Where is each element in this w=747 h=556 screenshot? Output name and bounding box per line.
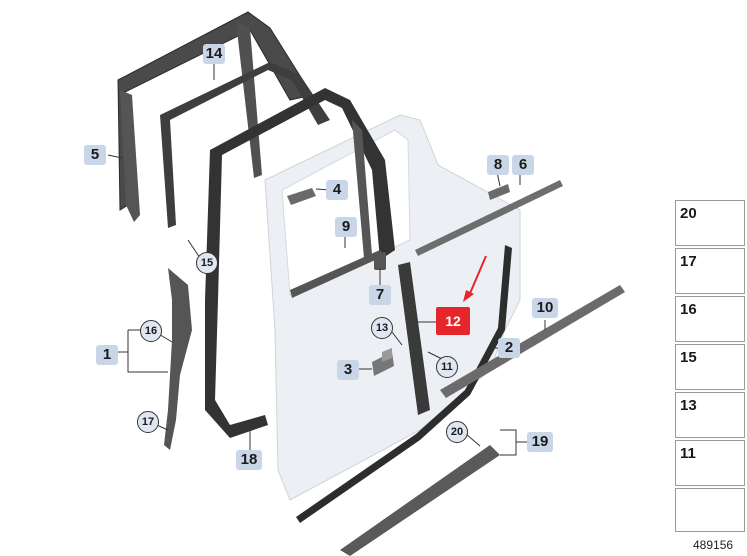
callout-17[interactable]: 17 <box>137 411 159 433</box>
diagram-number: 489156 <box>693 538 734 552</box>
side-cell-11[interactable]: 11 <box>675 440 745 486</box>
frame-5 <box>120 90 140 222</box>
side-cell-20[interactable]: 20 <box>675 200 745 246</box>
side-cell-13[interactable]: 13 <box>675 392 745 438</box>
callout-15[interactable]: 15 <box>196 252 218 274</box>
callout-9[interactable]: 9 <box>335 217 357 237</box>
side-cell-16[interactable]: 16 <box>675 296 745 342</box>
callout-19[interactable]: 19 <box>527 432 553 452</box>
side-num-13: 13 <box>680 397 697 414</box>
frame-seal-14-post <box>236 22 262 178</box>
callout-6[interactable]: 6 <box>512 155 534 175</box>
trim-19 <box>340 445 500 556</box>
callout-13[interactable]: 13 <box>371 317 393 339</box>
callout-8[interactable]: 8 <box>487 155 509 175</box>
side-num-20: 20 <box>680 205 697 222</box>
trim-6 <box>415 180 563 256</box>
channel-9 <box>290 250 384 298</box>
callout-12-selected[interactable]: 12 <box>436 307 470 335</box>
callout-20[interactable]: 20 <box>446 421 468 443</box>
channel-9-vertical <box>352 120 372 258</box>
callout-10[interactable]: 10 <box>532 298 558 318</box>
callout-16[interactable]: 16 <box>140 320 162 342</box>
side-cell-17[interactable]: 17 <box>675 248 745 294</box>
side-num-15: 15 <box>680 349 697 366</box>
callout-1[interactable]: 1 <box>96 345 118 365</box>
strip-10 <box>440 285 625 398</box>
side-num-16: 16 <box>680 301 697 318</box>
part-4 <box>287 188 316 205</box>
pillar-cover-12 <box>398 262 430 415</box>
clip-7 <box>374 252 386 270</box>
callout-5[interactable]: 5 <box>84 145 106 165</box>
callout-14[interactable]: 14 <box>203 44 225 64</box>
callout-3[interactable]: 3 <box>337 360 359 380</box>
callout-4[interactable]: 4 <box>326 180 348 200</box>
selected-arrow <box>467 255 487 299</box>
part-8 <box>488 184 510 200</box>
pillar-1 <box>164 268 192 450</box>
selected-arrow-head <box>463 290 474 302</box>
part-3b <box>382 348 392 362</box>
side-cell-arrow <box>675 488 745 532</box>
side-cell-15[interactable]: 15 <box>675 344 745 390</box>
callout-18[interactable]: 18 <box>236 450 262 470</box>
side-num-17: 17 <box>680 253 697 270</box>
side-num-11: 11 <box>680 445 696 462</box>
callout-11[interactable]: 11 <box>436 356 458 378</box>
callout-2[interactable]: 2 <box>498 338 520 358</box>
callout-7[interactable]: 7 <box>369 285 391 305</box>
